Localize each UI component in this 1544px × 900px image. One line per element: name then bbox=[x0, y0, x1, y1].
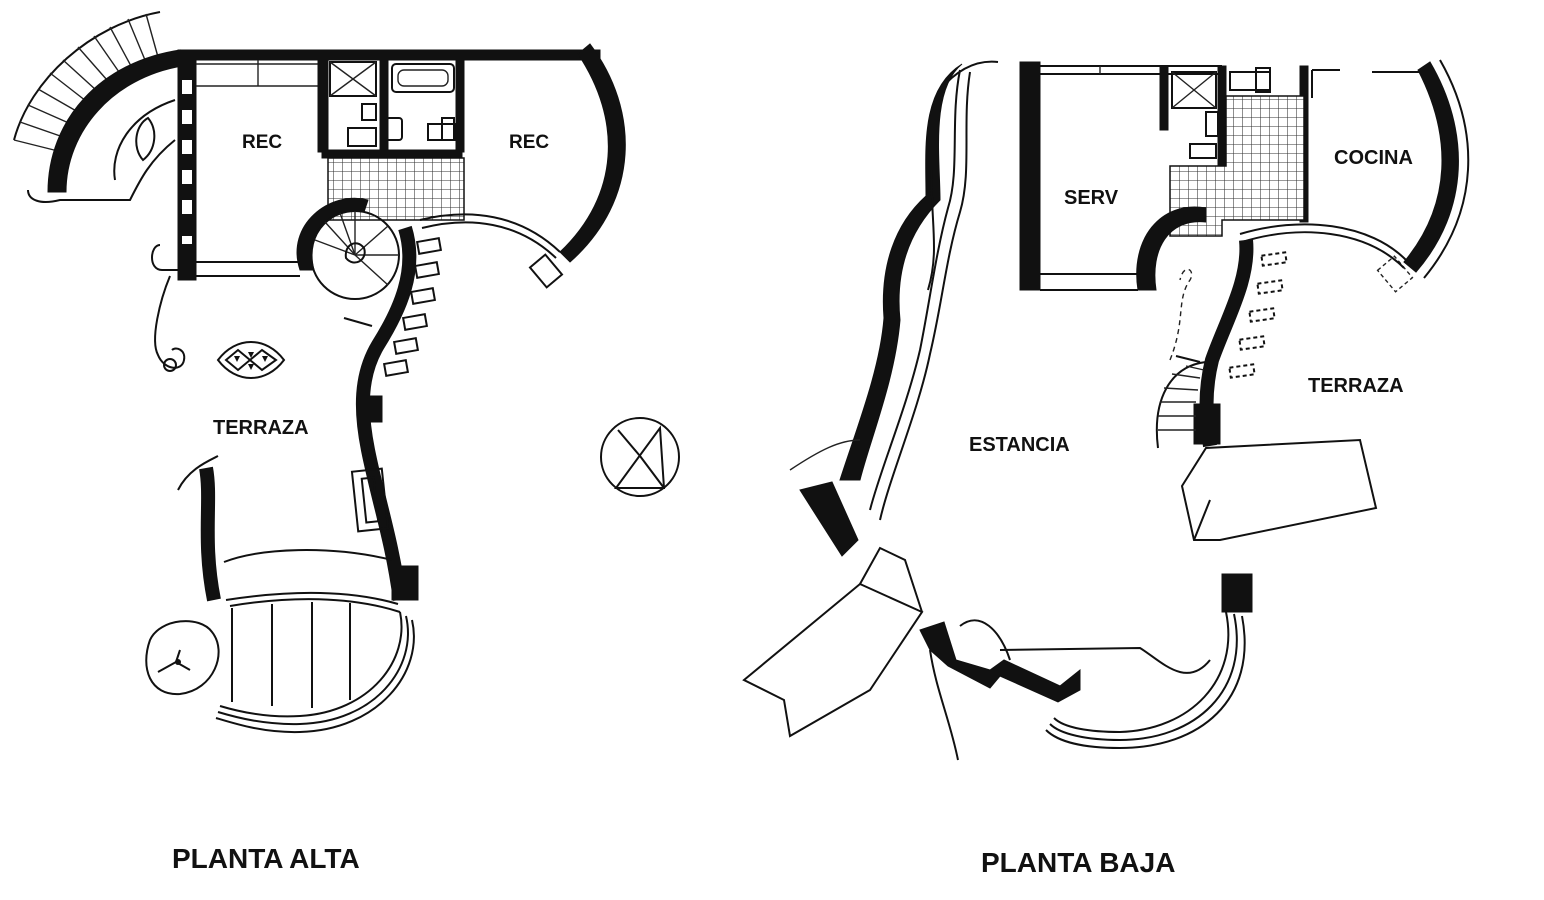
room-label-terraza-upper: TERRAZA bbox=[213, 417, 309, 439]
ground-service-walls bbox=[1019, 59, 1470, 293]
room-label-rec-right: REC bbox=[509, 132, 549, 153]
upper-bottom bbox=[145, 244, 415, 734]
ground-right-bottom bbox=[1045, 438, 1378, 750]
room-label-serv: SERV bbox=[1064, 187, 1119, 209]
plan-title-upper: PLANTA ALTA bbox=[172, 843, 360, 874]
fountain-icon bbox=[216, 341, 286, 379]
upper-serpentine-wall bbox=[343, 225, 443, 601]
upper-plan: REC REC TERRAZA PLANTA ALTA bbox=[13, 11, 626, 874]
north-arrow-icon bbox=[600, 417, 680, 497]
ground-left-wall bbox=[742, 60, 1211, 761]
ground-serpentine-wall bbox=[1155, 239, 1288, 449]
ground-plan: SERV COCINA ESTANCIA TERRAZA PLANTA BAJA bbox=[742, 59, 1470, 878]
room-label-rec-left: REC bbox=[242, 132, 282, 153]
room-label-cocina: COCINA bbox=[1334, 147, 1413, 169]
room-label-terraza-ground: TERRAZA bbox=[1308, 375, 1404, 397]
exterior-stair bbox=[13, 11, 183, 203]
spiral-stair-icon bbox=[296, 197, 400, 300]
upper-walls bbox=[177, 43, 626, 289]
room-label-estancia: ESTANCIA bbox=[969, 434, 1070, 456]
tree-icon bbox=[145, 620, 220, 696]
plan-title-ground: PLANTA BAJA bbox=[981, 847, 1175, 878]
